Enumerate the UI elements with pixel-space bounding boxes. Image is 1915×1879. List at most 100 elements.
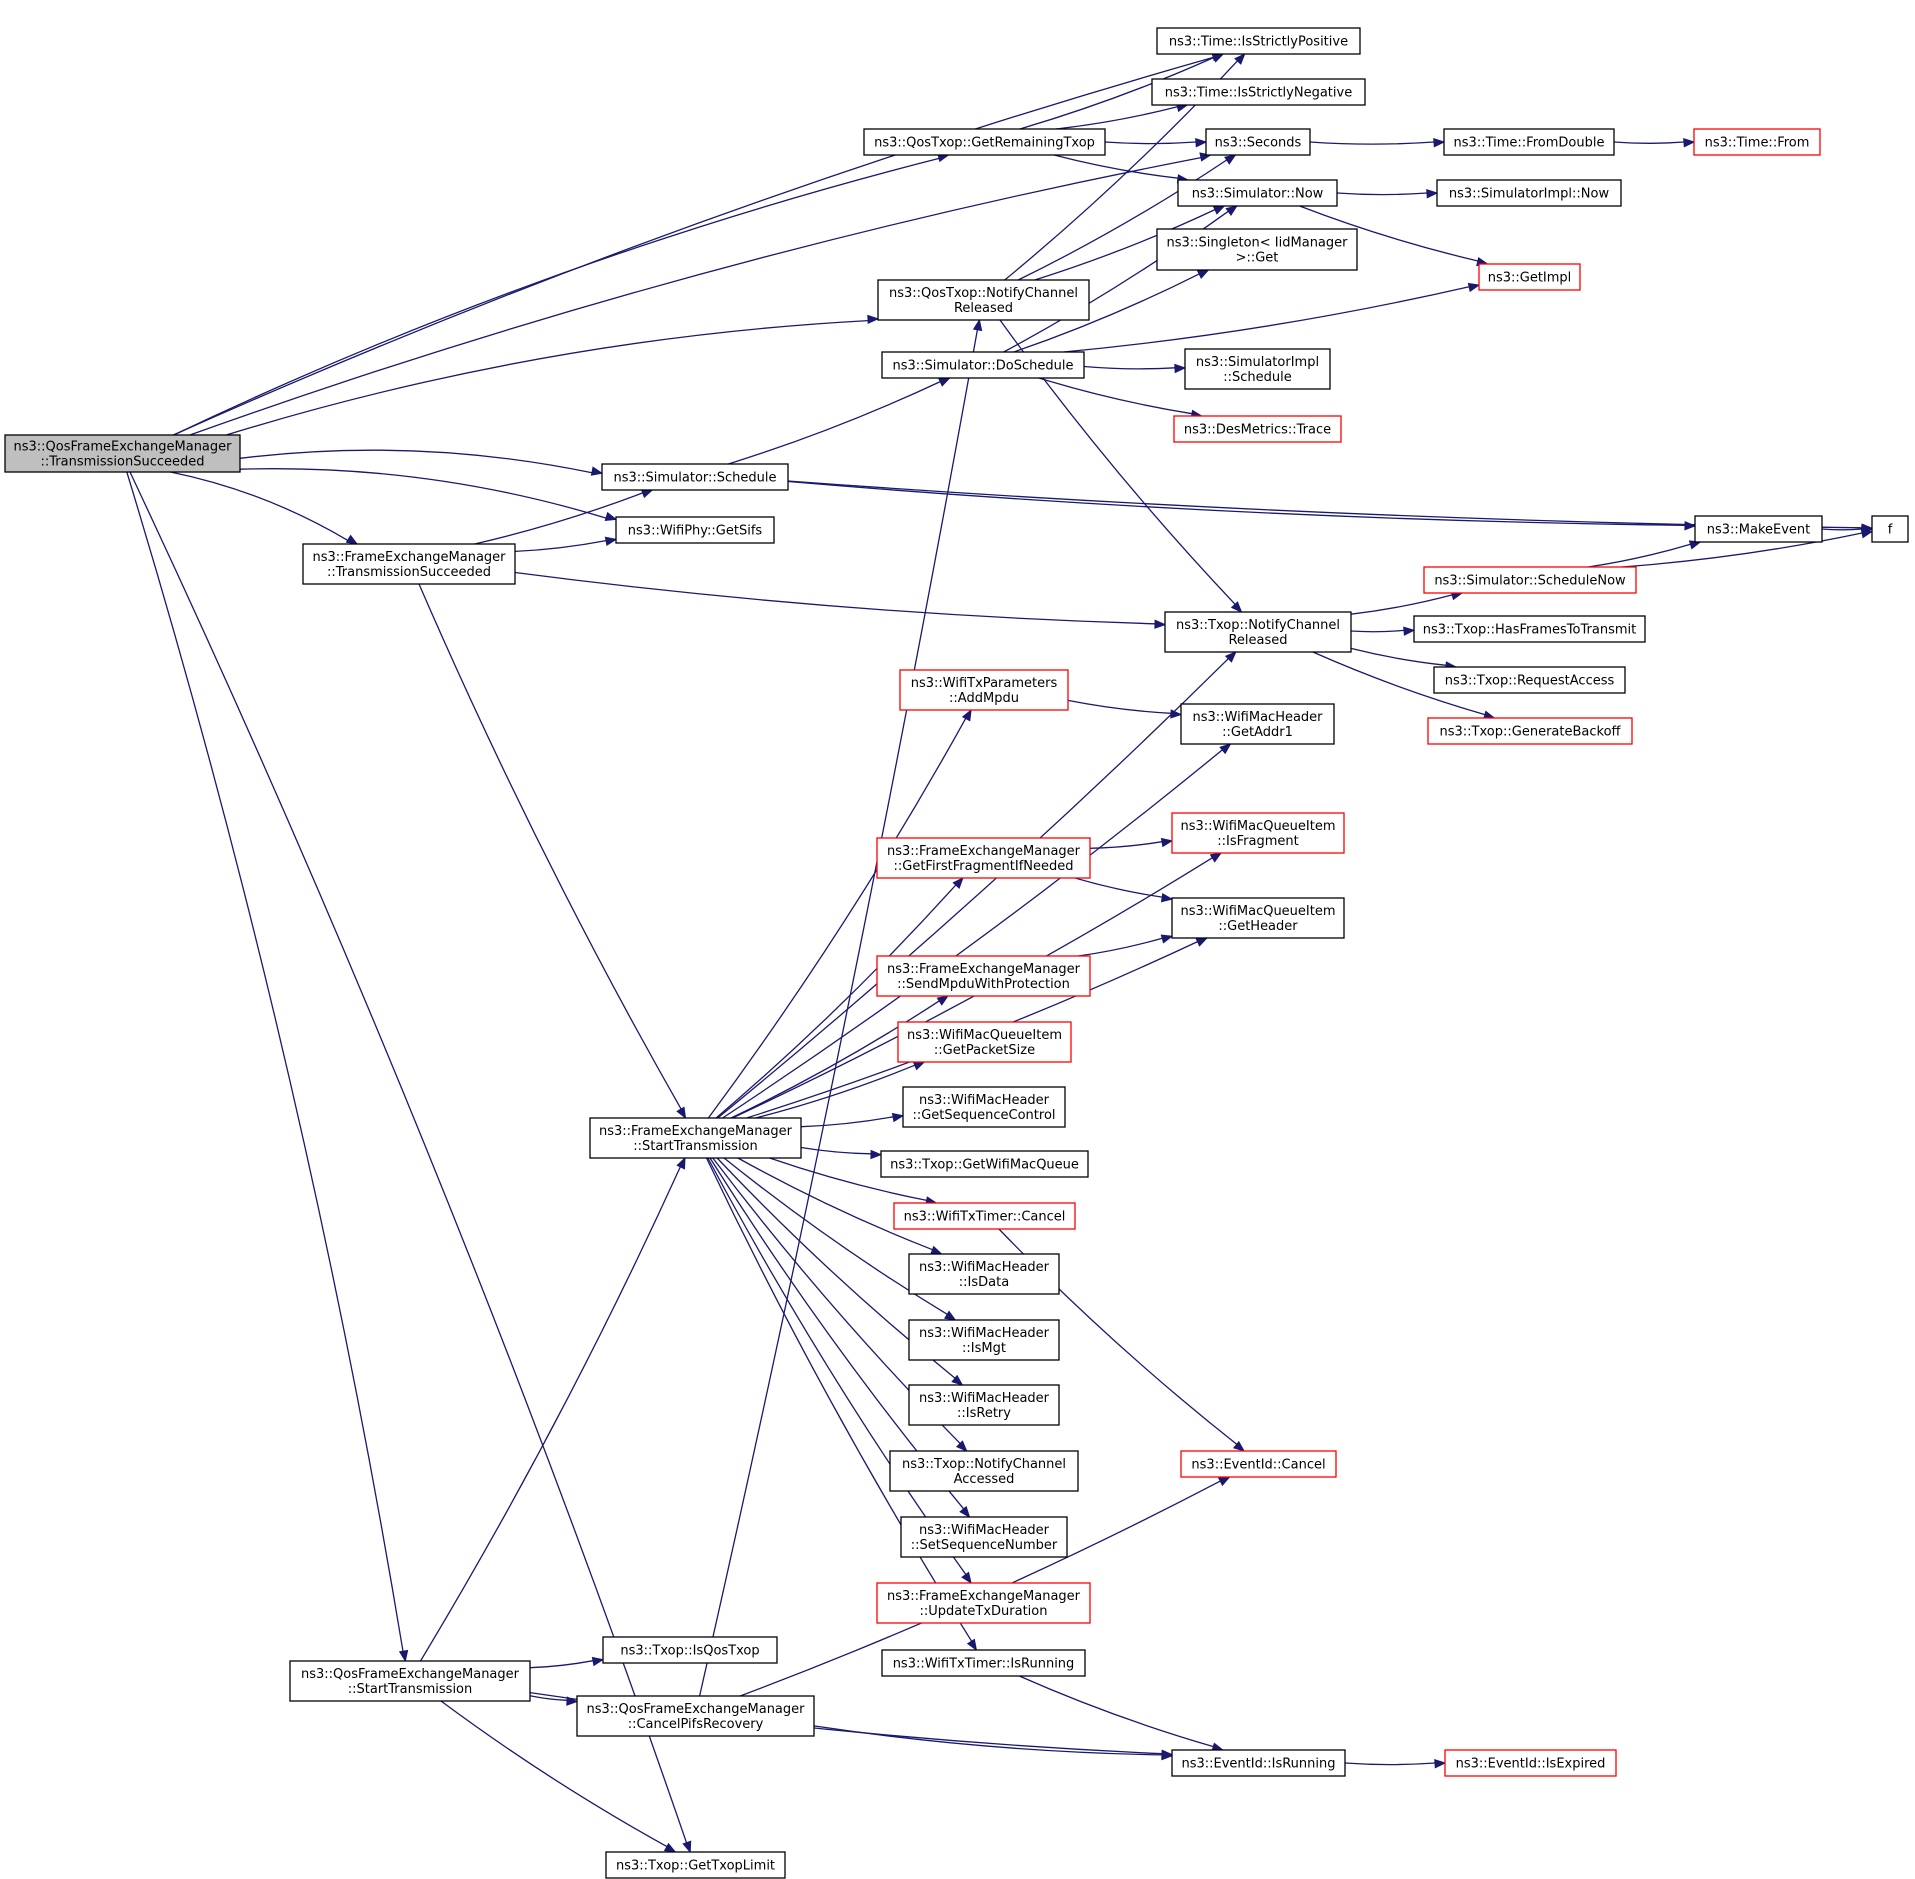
node-label: ::TransmissionSucceeded <box>327 565 491 580</box>
arrowhead-eventIsRunning-to-isExpired <box>1434 1758 1447 1769</box>
node-label: ns3::QosFrameExchangeManager <box>586 1702 805 1717</box>
node-sendMpdu[interactable]: ns3::FrameExchangeManager::SendMpduWithP… <box>876 955 1091 997</box>
node-getWifiMacQueue[interactable]: ns3::Txop::GetWifiMacQueue <box>880 1150 1089 1178</box>
node-seconds[interactable]: ns3::Seconds <box>1205 128 1311 156</box>
node-simNow[interactable]: ns3::Simulator::Now <box>1177 179 1338 207</box>
node-getAddr1[interactable]: ns3::WifiMacHeader::GetAddr1 <box>1180 703 1335 745</box>
node-label: ns3::Simulator::Schedule <box>613 471 776 486</box>
node-isStrictlyNegative[interactable]: ns3::Time::IsStrictlyNegative <box>1151 78 1366 106</box>
node-label: Released <box>954 301 1013 316</box>
arrowhead-seconds-to-fromDouble <box>1433 137 1446 148</box>
node-root[interactable]: ns3::QosFrameExchangeManager::Transmissi… <box>4 434 241 473</box>
node-label: ns3::EventId::Cancel <box>1191 1458 1325 1473</box>
node-label: ns3::Simulator::ScheduleNow <box>1434 574 1626 589</box>
arrowhead-sendMpdu-to-getHeader <box>1160 934 1174 944</box>
node-getHeader[interactable]: ns3::WifiMacQueueItem::GetHeader <box>1171 897 1345 939</box>
edge-qfemStartTx-to-cancelPifs <box>529 1695 568 1701</box>
node-fromDouble[interactable]: ns3::Time::FromDouble <box>1443 128 1615 156</box>
node-isRetry[interactable]: ns3::WifiMacHeader::IsRetry <box>908 1384 1060 1426</box>
node-label: ns3::Simulator::DoSchedule <box>892 359 1073 374</box>
node-box <box>601 463 789 491</box>
node-isQosTxop[interactable]: ns3::Txop::IsQosTxop <box>602 1636 778 1664</box>
node-scheduleNow[interactable]: ns3::Simulator::ScheduleNow <box>1423 566 1637 594</box>
node-getSifs[interactable]: ns3::WifiPhy::GetSifs <box>615 516 775 544</box>
node-label: ns3::WifiMacHeader <box>919 1391 1050 1406</box>
node-requestAccess[interactable]: ns3::Txop::RequestAccess <box>1433 666 1626 694</box>
node-genBackoff[interactable]: ns3::Txop::GenerateBackoff <box>1427 717 1633 745</box>
edge-doSchedule-to-getImpl <box>1063 286 1470 353</box>
node-getPacketSize[interactable]: ns3::WifiMacQueueItem::GetPacketSize <box>897 1021 1072 1063</box>
node-desTrace[interactable]: ns3::DesMetrics::Trace <box>1173 415 1342 443</box>
node-updateTxDur[interactable]: ns3::FrameExchangeManager::UpdateTxDurat… <box>876 1582 1091 1624</box>
node-cancelPifs[interactable]: ns3::QosFrameExchangeManager::CancelPifs… <box>576 1695 815 1737</box>
arrowhead-fromDouble-to-timeFrom <box>1683 137 1696 148</box>
node-box <box>876 1582 1091 1624</box>
node-label: ns3::QosTxop::NotifyChannel <box>889 286 1078 301</box>
node-eventIdCancel[interactable]: ns3::EventId::Cancel <box>1180 1450 1337 1478</box>
node-f[interactable]: f <box>1871 515 1909 543</box>
arrowhead-femStartTx-to-txTimerIsRunning <box>966 1638 978 1652</box>
node-getSeqCtrl[interactable]: ns3::WifiMacHeader::GetSequenceControl <box>902 1086 1066 1128</box>
edge-scheduleNow-to-makeEvent <box>1588 543 1691 568</box>
node-makeEvent[interactable]: ns3::MakeEvent <box>1694 515 1823 543</box>
edge-root-to-qosNotifyChRel <box>226 319 869 436</box>
arrowhead-femStartTx-to-isMgt <box>943 1310 957 1321</box>
arrowhead-root-to-qfemStartTx <box>398 1649 409 1663</box>
node-getRemainingTxop[interactable]: ns3::QosTxop::GetRemainingTxop <box>863 128 1106 156</box>
node-isData[interactable]: ns3::WifiMacHeader::IsData <box>908 1253 1060 1295</box>
node-femTransSucc[interactable]: ns3::FrameExchangeManager::TransmissionS… <box>302 543 516 585</box>
node-label: ns3::WifiTxTimer::Cancel <box>904 1210 1066 1225</box>
node-isStrictlyPositive[interactable]: ns3::Time::IsStrictlyPositive <box>1156 27 1361 55</box>
node-label: ns3::WifiTxParameters <box>911 676 1058 691</box>
edge-eventIsRunning-to-isExpired <box>1344 1762 1436 1766</box>
edge-root-to-femTransSucc <box>170 471 349 541</box>
node-label: ns3::DesMetrics::Trace <box>1184 423 1331 438</box>
node-box <box>1156 228 1358 271</box>
node-qfemStartTx[interactable]: ns3::QosFrameExchangeManager::StartTrans… <box>289 1660 531 1702</box>
node-doSchedule[interactable]: ns3::Simulator::DoSchedule <box>881 351 1085 379</box>
node-box <box>1164 611 1352 653</box>
node-hasFrames[interactable]: ns3::Txop::HasFramesToTransmit <box>1413 615 1646 643</box>
node-label: ns3::WifiMacHeader <box>919 1523 1050 1538</box>
edge-makeEvent-to-f <box>1821 528 1863 531</box>
arrowhead-femStartTx-to-getAddr1 <box>1219 743 1232 755</box>
node-getImpl[interactable]: ns3::GetImpl <box>1478 263 1581 291</box>
node-box <box>908 1319 1060 1361</box>
node-eventIsRunning[interactable]: ns3::EventId::IsRunning <box>1171 1749 1346 1777</box>
node-setSeqNum[interactable]: ns3::WifiMacHeader::SetSequenceNumber <box>900 1516 1068 1558</box>
arrowhead-doSchedule-to-simNow <box>1225 205 1238 216</box>
node-getFirstFrag[interactable]: ns3::FrameExchangeManager::GetFirstFragm… <box>876 837 1091 879</box>
node-box <box>899 669 1069 711</box>
node-simImplSchedule[interactable]: ns3::SimulatorImpl::Schedule <box>1184 348 1331 390</box>
node-txTimerCancel[interactable]: ns3::WifiTxTimer::Cancel <box>893 1202 1076 1230</box>
node-box <box>605 1851 786 1879</box>
node-getTxopLimit[interactable]: ns3::Txop::GetTxopLimit <box>605 1851 786 1879</box>
node-label: ns3::Simulator::Now <box>1192 187 1324 202</box>
node-addMpdu[interactable]: ns3::WifiTxParameters::AddMpdu <box>899 669 1069 711</box>
arrowhead-txopNotifyChRel-to-hasFrames <box>1403 626 1416 636</box>
node-singletonGet[interactable]: ns3::Singleton< IidManager >::Get <box>1156 228 1358 271</box>
node-label: ::CancelPifsRecovery <box>628 1717 764 1732</box>
node-label: ::Schedule <box>1223 370 1292 385</box>
node-label: ns3::Txop::HasFramesToTransmit <box>1423 623 1636 638</box>
node-box <box>881 1649 1086 1677</box>
node-simImplNow[interactable]: ns3::SimulatorImpl::Now <box>1436 179 1622 207</box>
node-femStartTx[interactable]: ns3::FrameExchangeManager::StartTransmis… <box>589 1117 802 1159</box>
node-box <box>1205 128 1311 156</box>
node-box <box>289 1660 531 1702</box>
edge-sendMpdu-to-getHeader <box>1078 937 1163 957</box>
node-label: ns3::WifiMacHeader <box>1192 710 1323 725</box>
edge-femTransSucc-to-simSchedule <box>474 492 643 545</box>
node-simSchedule[interactable]: ns3::Simulator::Schedule <box>601 463 789 491</box>
node-isMgt[interactable]: ns3::WifiMacHeader::IsMgt <box>908 1319 1060 1361</box>
node-txTimerIsRunning[interactable]: ns3::WifiTxTimer::IsRunning <box>881 1649 1086 1677</box>
node-isFragment[interactable]: ns3::WifiMacQueueItem::IsFragment <box>1171 812 1345 854</box>
node-box <box>1443 128 1615 156</box>
node-timeFrom[interactable]: ns3::Time::From <box>1693 128 1821 156</box>
arrowhead-femStartTx-to-getSeqCtrl <box>891 1112 905 1123</box>
node-isExpired[interactable]: ns3::EventId::IsExpired <box>1444 1749 1617 1777</box>
node-box <box>1184 348 1331 390</box>
